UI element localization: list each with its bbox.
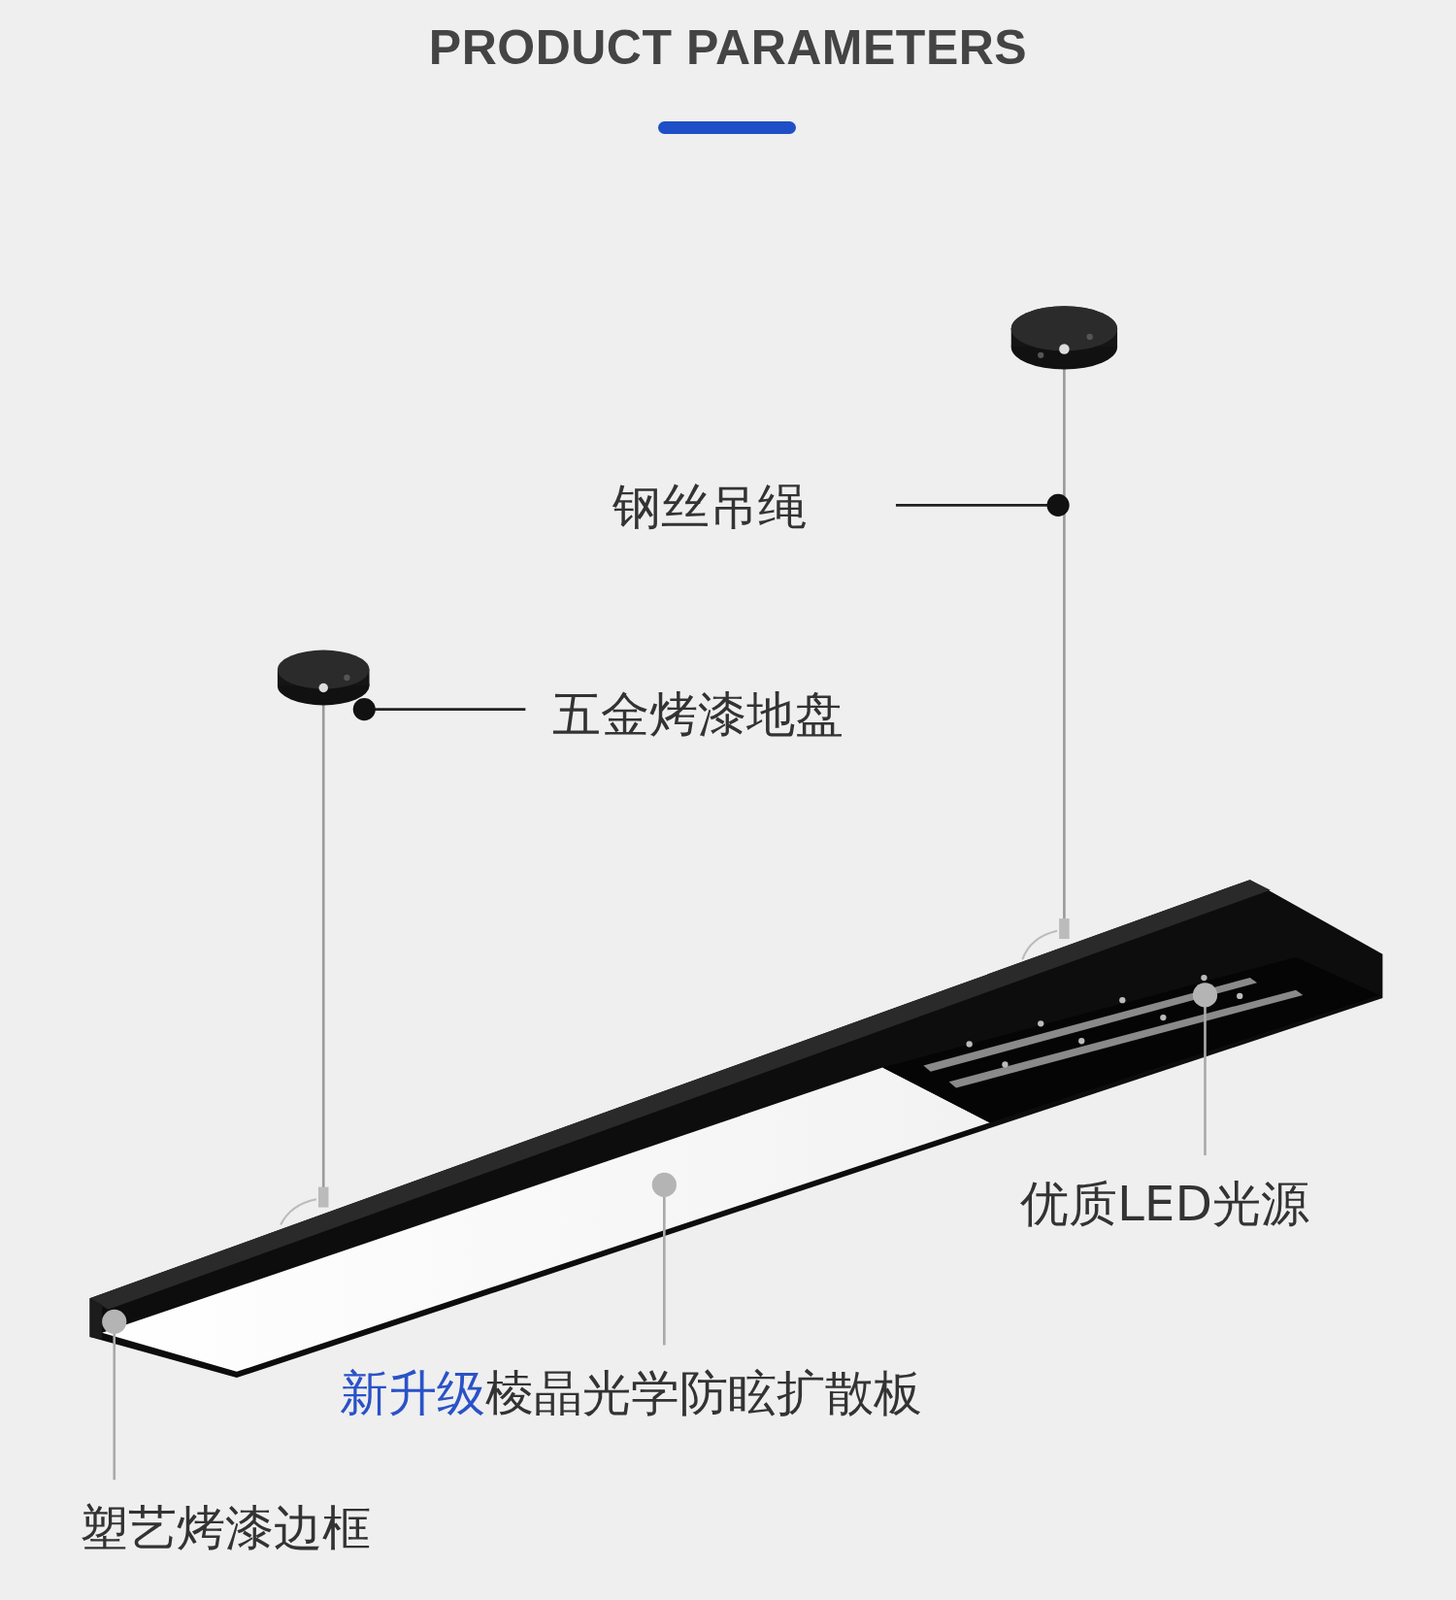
title-bar bbox=[658, 121, 796, 134]
leader-lines bbox=[101, 494, 1218, 1480]
canopy bbox=[1011, 305, 1118, 369]
part-label: 棱晶光学防眩扩散板 bbox=[485, 1364, 923, 1422]
steel-wire bbox=[1062, 357, 1066, 924]
part-label: 钢丝吊绳 bbox=[612, 478, 807, 535]
label-row: 新升级棱晶光学防眩扩散板 bbox=[339, 1363, 923, 1423]
steel-wire bbox=[322, 696, 326, 1192]
lamp-body bbox=[90, 879, 1384, 1378]
label-box: 五金烤漆地盘 bbox=[552, 685, 844, 744]
label-box: 塑艺烤漆边框 bbox=[79, 1498, 371, 1557]
canopy bbox=[277, 650, 370, 706]
part-label: 塑艺烤漆边框 bbox=[79, 1499, 371, 1556]
part-label: 新升级 bbox=[339, 1364, 486, 1422]
part-label: 五金烤漆地盘 bbox=[552, 686, 844, 743]
label-box: 优质LED光源 bbox=[1020, 1174, 1310, 1233]
title: PRODUCT PARAMETERS bbox=[0, 19, 1456, 76]
diffuser-panel bbox=[101, 1067, 991, 1372]
part-label: 优质LED光源 bbox=[1020, 1175, 1310, 1232]
label-box: 钢丝吊绳 bbox=[612, 477, 807, 536]
